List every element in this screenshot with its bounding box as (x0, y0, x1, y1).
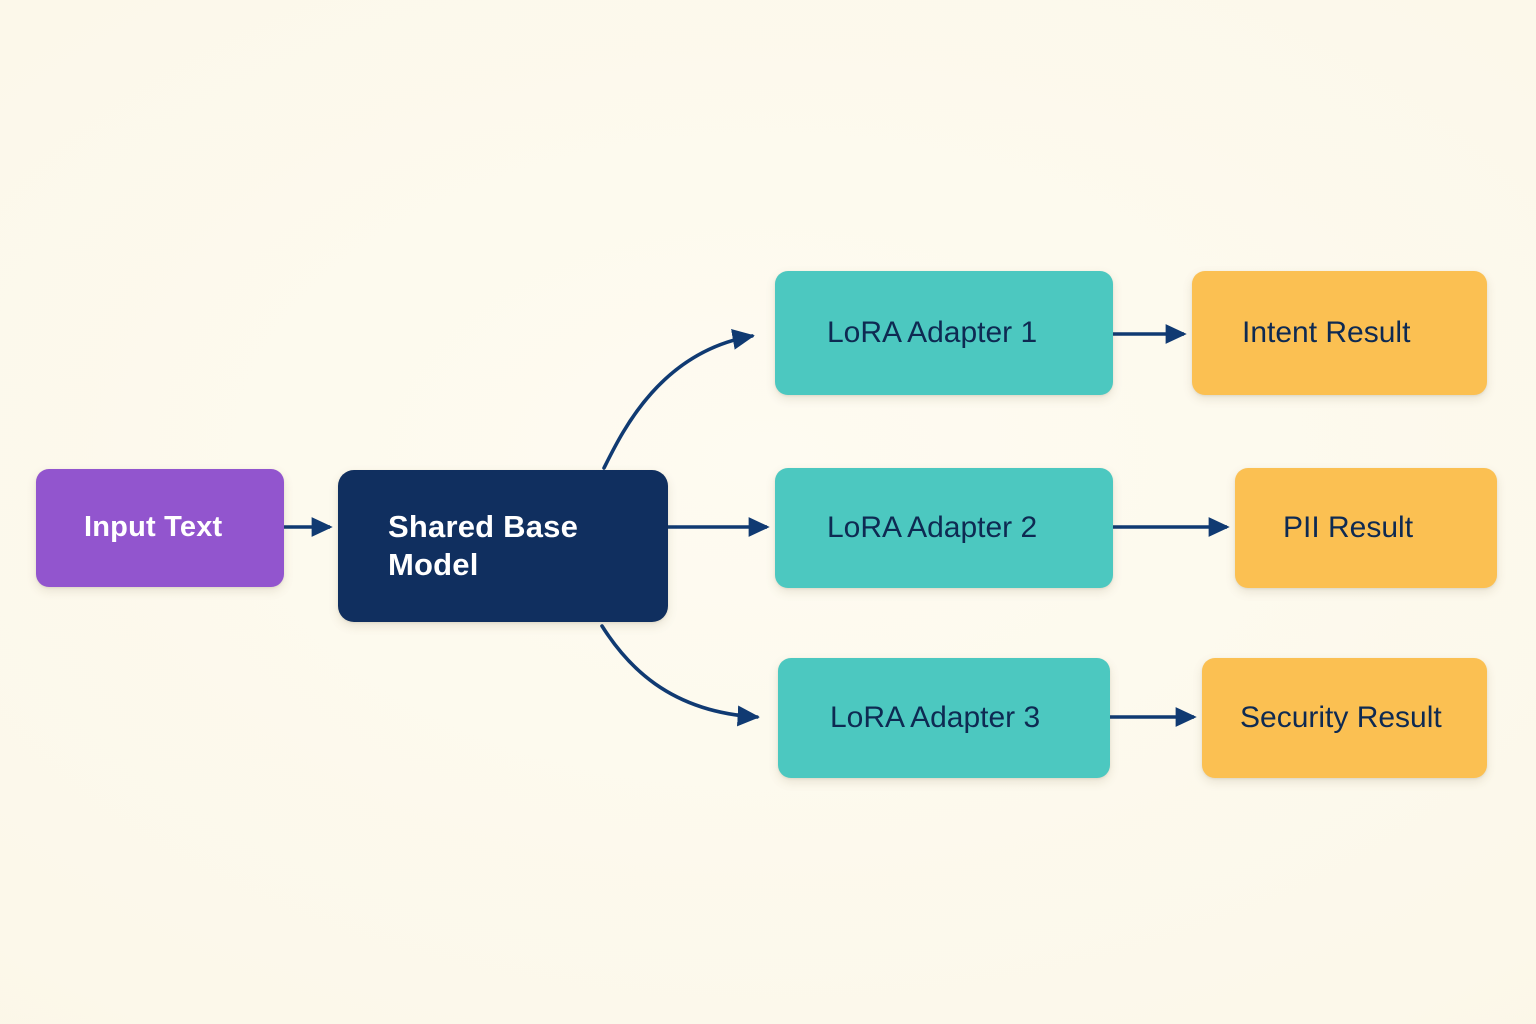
node-lora-adapter-3-label: LoRA Adapter 3 (830, 700, 1041, 734)
node-lora-adapter-2[interactable]: LoRA Adapter 2 (775, 468, 1113, 588)
node-lora-adapter-2-label: LoRA Adapter 2 (827, 510, 1038, 544)
node-shared-base-model[interactable]: Shared Base Model (338, 470, 668, 622)
node-lora-adapter-1[interactable]: LoRA Adapter 1 (775, 271, 1113, 395)
node-lora-adapter-1-label: LoRA Adapter 1 (827, 315, 1038, 349)
node-intent-result[interactable]: Intent Result (1192, 271, 1487, 395)
node-security-result[interactable]: Security Result (1202, 658, 1487, 778)
node-pii-result[interactable]: PII Result (1235, 468, 1497, 588)
node-input-text[interactable]: Input Text (36, 469, 284, 587)
node-security-result-label: Security Result (1240, 700, 1442, 734)
node-shared-base-model-label: Shared Base Model (388, 509, 579, 582)
node-lora-adapter-3[interactable]: LoRA Adapter 3 (778, 658, 1110, 778)
node-pii-result-label: PII Result (1283, 510, 1414, 544)
node-intent-result-label: Intent Result (1242, 315, 1411, 349)
node-input-text-label: Input Text (84, 511, 223, 544)
